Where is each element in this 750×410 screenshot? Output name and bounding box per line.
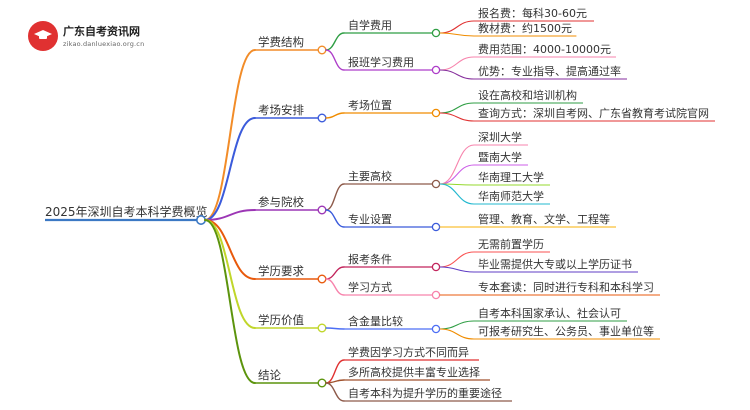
leaf-label: 优势：专业指导、提高通过率 xyxy=(478,64,621,78)
topic-connector xyxy=(325,49,345,71)
leaf-connector xyxy=(439,183,475,205)
topic-node xyxy=(431,179,441,189)
logo-badge xyxy=(28,21,58,51)
branch-label: 考场安排 xyxy=(258,103,304,117)
leaf-label: 华南师范大学 xyxy=(478,189,544,203)
topic-node xyxy=(431,290,441,300)
leaf-connector xyxy=(439,20,475,34)
leaf-connector xyxy=(439,164,475,185)
root-node xyxy=(196,215,207,226)
topic-label: 含金量比较 xyxy=(348,314,403,328)
conclusion-label: 自考本科为提升学历的重要途径 xyxy=(348,386,502,400)
branch-node xyxy=(317,323,327,333)
topic-node xyxy=(431,65,441,75)
branch-label: 结论 xyxy=(258,368,281,382)
topic-node xyxy=(431,262,441,272)
topic-node xyxy=(431,28,441,38)
root-label: 2025年深圳自考本科学费概览 xyxy=(45,204,208,219)
topic-connector xyxy=(325,209,345,228)
branch-node xyxy=(317,378,327,388)
branch-node xyxy=(317,113,327,123)
topic-connector xyxy=(325,183,345,211)
branch-label: 参与院校 xyxy=(258,195,304,209)
leaf-label: 自考本科国家承认、社会认可 xyxy=(478,306,621,320)
leaf-connector xyxy=(439,102,475,114)
topic-node xyxy=(431,222,441,232)
brand-name: 广东自考资讯网 xyxy=(63,25,140,38)
topic-label: 专业设置 xyxy=(348,212,392,226)
topic-node xyxy=(431,108,441,118)
brand-logo: 广东自考资讯网 zikao.danluexiao.org.cn xyxy=(28,20,158,56)
branch-connector xyxy=(204,49,256,221)
leaf-connector xyxy=(439,56,475,71)
topic-label: 自学费用 xyxy=(348,18,392,32)
leaf-connector xyxy=(439,266,475,273)
topic-connector xyxy=(325,112,345,119)
leaf-label: 教材费：约1500元 xyxy=(478,21,572,35)
topic-connector xyxy=(325,327,345,330)
leaf-label: 费用范围：4000-10000元 xyxy=(478,42,611,56)
leaf-label: 华南理工大学 xyxy=(478,170,544,184)
leaf-connector xyxy=(439,32,475,37)
topic-label: 报班学习费用 xyxy=(348,55,414,69)
leaf-label: 毕业需提供大专或以上学历证书 xyxy=(478,257,632,271)
topic-node xyxy=(431,324,441,334)
branch-connector xyxy=(204,219,256,280)
branch-connector xyxy=(204,219,256,384)
branch-node xyxy=(317,45,327,55)
leaf-label: 查询方式：深圳自考网、广东省教育考试院官网 xyxy=(478,106,709,120)
leaf-label: 设在高校和培训机构 xyxy=(478,88,577,102)
conclusion-label: 学费因学习方式不同而异 xyxy=(348,345,469,359)
topic-connector xyxy=(325,266,345,280)
leaf-connector xyxy=(439,251,475,268)
branch-node xyxy=(317,205,327,215)
branch-label: 学历价值 xyxy=(258,313,304,327)
leaf-label: 深圳大学 xyxy=(478,130,522,144)
topic-connector xyxy=(325,278,345,296)
leaf-label: 专本套读：同时进行专科和本科学习 xyxy=(478,280,654,294)
leaf-connector xyxy=(439,328,475,340)
graduation-cap-icon xyxy=(34,30,52,39)
topic-label: 主要高校 xyxy=(348,169,392,183)
leaf-label: 无需前置学历 xyxy=(478,237,544,251)
branch-connector xyxy=(204,219,256,329)
leaf-connector xyxy=(439,144,475,185)
conclusion-label: 多所高校提供丰富专业选择 xyxy=(348,365,480,379)
branch-label: 学历要求 xyxy=(258,264,304,278)
topic-label: 学习方式 xyxy=(348,280,392,294)
leaf-label: 可报考研究生、公务员、事业单位等 xyxy=(478,324,654,338)
topic-connector xyxy=(325,32,345,51)
leaf-label: 暨南大学 xyxy=(478,150,522,164)
leaf-connector xyxy=(439,320,475,330)
brand-url: zikao.danluexiao.org.cn xyxy=(63,40,145,48)
topic-connector xyxy=(325,382,345,402)
branch-node xyxy=(317,274,327,284)
topic-label: 考场位置 xyxy=(348,98,392,112)
leaf-connector xyxy=(439,69,475,80)
leaf-label: 管理、教育、文学、工程等 xyxy=(478,212,610,226)
branch-label: 学费结构 xyxy=(258,35,304,49)
leaf-label: 报名费：每科30-60元 xyxy=(478,6,587,20)
branch-connector xyxy=(204,117,256,221)
leaf-connector xyxy=(439,112,475,122)
branch-connector xyxy=(204,209,256,221)
topic-label: 报考条件 xyxy=(348,252,392,266)
